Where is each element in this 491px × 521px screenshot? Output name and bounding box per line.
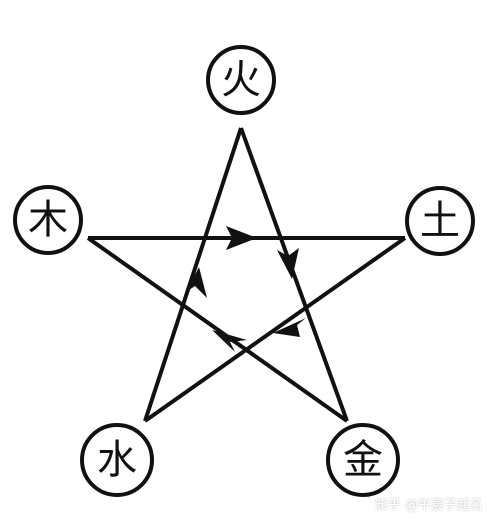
arrowhead-left — [186, 267, 207, 298]
cycle-arrows — [186, 226, 306, 352]
node-metal-circle — [326, 423, 400, 497]
arrowhead-lower-left — [212, 330, 247, 352]
node-earth-circle — [405, 186, 475, 256]
edge-water-fire — [143, 127, 243, 422]
node-fire-label: 火 — [221, 57, 261, 103]
node-wood-circle — [13, 185, 83, 255]
arrowhead-top — [226, 226, 257, 250]
node-water-label: 水 — [97, 437, 137, 483]
node-metal: 金 — [326, 423, 400, 497]
node-earth: 土 — [405, 186, 475, 256]
node-earth-label: 土 — [420, 198, 460, 244]
node-wood-label: 木 — [28, 197, 68, 243]
watermark-text: 知乎 @午宸子起名 — [374, 498, 483, 513]
node-water-circle — [80, 423, 154, 497]
arrowhead-right — [277, 248, 299, 279]
edge-fire-metal — [239, 127, 349, 422]
edge-metal-wood — [86, 236, 349, 423]
node-water: 水 — [80, 423, 154, 497]
node-wood: 木 — [13, 185, 83, 255]
edge-earth-water — [143, 236, 407, 423]
pentagram-edges — [86, 127, 407, 423]
node-metal-label: 金 — [343, 437, 383, 483]
node-fire: 火 — [206, 45, 276, 115]
arrowhead-lower-right — [273, 318, 306, 337]
node-fire-circle — [206, 45, 276, 115]
